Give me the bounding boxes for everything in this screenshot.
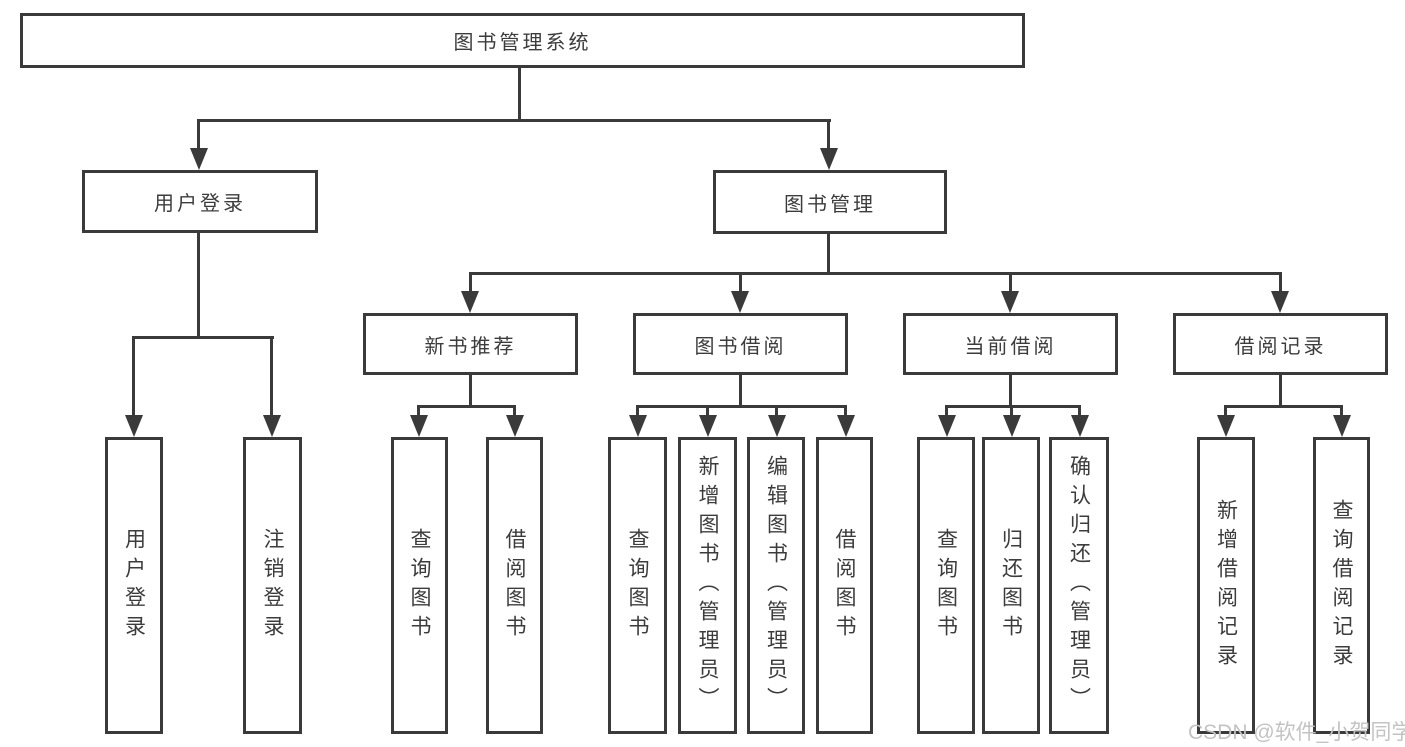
arrowhead: [837, 415, 855, 437]
leaf-label: 编辑图书（管理员）: [764, 455, 788, 716]
connector-line: [1009, 375, 1012, 407]
leaf-user-login: 用户登录: [105, 437, 163, 734]
leaf-label: 查询借阅记录: [1330, 498, 1353, 673]
leaf-label: 借阅图书: [503, 527, 526, 644]
connector-line: [1009, 272, 1012, 292]
arrowhead: [629, 415, 647, 437]
leaf-query-book: 查询图书: [917, 437, 975, 734]
arrowhead: [938, 415, 956, 437]
connector-line: [827, 234, 830, 274]
leaf-label: 注销登录: [261, 527, 284, 644]
leaf-label: 借阅图书: [833, 527, 856, 644]
connector-line: [706, 405, 709, 417]
connector-line: [739, 272, 742, 292]
leaf-label: 归还图书: [999, 527, 1023, 644]
arrowhead: [1003, 415, 1021, 437]
node-label: 新书推荐: [424, 335, 517, 358]
connector-line: [270, 336, 273, 416]
connector-line: [844, 405, 847, 417]
connector-line: [1224, 405, 1227, 417]
arrowhead: [820, 148, 838, 170]
node-book-management: 图书管理: [713, 170, 947, 234]
connector-line: [1279, 272, 1282, 292]
node-new-book-recommend: 新书推荐: [363, 313, 578, 375]
node-borrow-record: 借阅记录: [1173, 313, 1388, 375]
connector-line: [636, 405, 847, 408]
connector-line: [469, 272, 472, 292]
arrowhead: [461, 291, 479, 313]
arrowhead: [1271, 291, 1289, 313]
leaf-label: 新增图书（管理员）: [696, 455, 719, 716]
leaf-label: 查询图书: [408, 527, 431, 644]
node-label: 图书管理系统: [453, 32, 592, 54]
connector-line: [1010, 405, 1013, 417]
node-label: 图书借阅: [694, 335, 787, 358]
connector-line: [469, 272, 1282, 275]
arrowhead: [731, 291, 749, 313]
node-label: 用户登录: [154, 193, 246, 215]
connector-line: [739, 375, 742, 407]
connector-line: [827, 119, 830, 149]
node-book-borrow: 图书借阅: [633, 313, 848, 375]
leaf-edit-book-admin: 编辑图书（管理员）: [747, 437, 805, 734]
connector-line: [775, 405, 778, 417]
connector-line: [197, 119, 200, 149]
connector-line: [513, 405, 516, 417]
leaf-query-book: 查询图书: [391, 437, 448, 734]
arrowhead: [190, 148, 208, 170]
leaf-label: 新增借阅记录: [1214, 498, 1238, 673]
arrowhead: [506, 415, 524, 437]
leaf-label: 查询图书: [934, 527, 958, 644]
node-label: 借阅记录: [1234, 335, 1327, 358]
connector-line: [132, 336, 135, 416]
leaf-logout: 注销登录: [243, 437, 302, 734]
leaf-borrow-book: 借阅图书: [816, 437, 873, 734]
connector-line: [518, 68, 521, 120]
leaf-borrow-book: 借阅图书: [486, 437, 543, 734]
connector-line: [133, 336, 274, 339]
arrowhead: [410, 415, 428, 437]
connector-line: [469, 375, 472, 407]
connector-line: [1225, 405, 1343, 408]
connector-line: [945, 405, 948, 417]
arrowhead: [263, 415, 281, 437]
connector-line: [1279, 375, 1282, 407]
arrowhead: [1071, 415, 1089, 437]
leaf-label: 查询图书: [626, 527, 649, 644]
arrowhead: [1001, 291, 1019, 313]
leaf-return-book: 归还图书: [982, 437, 1040, 734]
leaf-confirm-return-admin: 确认归还（管理员）: [1049, 437, 1109, 734]
connector-line: [1078, 405, 1081, 417]
leaf-label: 用户登录: [122, 527, 146, 644]
node-user-login: 用户登录: [82, 170, 318, 233]
connector-line: [1340, 405, 1343, 417]
leaf-query-book: 查询图书: [608, 437, 667, 734]
connector-line: [945, 405, 1081, 408]
arrowhead: [699, 415, 717, 437]
leaf-add-borrow-record: 新增借阅记录: [1197, 437, 1255, 734]
connector-line: [198, 119, 831, 122]
arrowhead: [1217, 415, 1235, 437]
node-current-borrow: 当前借阅: [903, 313, 1118, 375]
connector-line: [197, 233, 200, 339]
leaf-query-borrow-record: 查询借阅记录: [1313, 437, 1370, 734]
node-label: 图书管理: [784, 193, 876, 216]
leaf-add-book-admin: 新增图书（管理员）: [678, 437, 737, 734]
arrowhead: [768, 415, 786, 437]
node-label: 当前借阅: [964, 335, 1057, 358]
connector-line: [636, 405, 639, 417]
connector-line: [417, 405, 420, 417]
node-library-system: 图书管理系统: [20, 13, 1025, 68]
csdn-watermark: CSDN @软件_小贺同学: [1188, 721, 1405, 744]
connector-line: [418, 405, 516, 408]
arrowhead: [125, 415, 143, 437]
arrowhead: [1333, 415, 1351, 437]
leaf-label: 确认归还（管理员）: [1067, 455, 1091, 716]
